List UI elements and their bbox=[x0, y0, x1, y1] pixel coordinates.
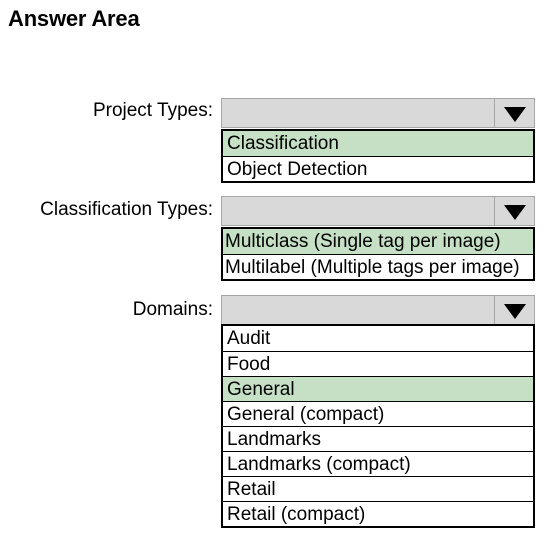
option-general-compact[interactable]: General (compact) bbox=[223, 401, 533, 426]
classification-types-dropdown[interactable] bbox=[221, 196, 535, 226]
classification-types-label: Classification Types: bbox=[40, 199, 213, 220]
domains-options: Audit Food General General (compact) Lan… bbox=[221, 324, 535, 528]
project-types-dropdown-button[interactable] bbox=[494, 99, 534, 127]
chevron-down-icon bbox=[503, 304, 526, 319]
project-types-dropdown[interactable] bbox=[221, 98, 535, 128]
project-types-label: Project Types: bbox=[92, 100, 213, 121]
option-general[interactable]: General bbox=[223, 376, 533, 401]
option-retail[interactable]: Retail bbox=[223, 476, 533, 501]
option-landmarks[interactable]: Landmarks bbox=[223, 426, 533, 451]
option-object-detection[interactable]: Object Detection bbox=[223, 156, 533, 181]
option-food[interactable]: Food bbox=[223, 351, 533, 376]
option-retail-compact[interactable]: Retail (compact) bbox=[223, 501, 533, 526]
domains-dropdown[interactable] bbox=[221, 295, 535, 325]
answer-area-heading: Answer Area bbox=[8, 6, 140, 31]
classification-types-options: Multiclass (Single tag per image) Multil… bbox=[221, 227, 535, 281]
chevron-down-icon bbox=[503, 107, 526, 122]
option-multilabel[interactable]: Multilabel (Multiple tags per image) bbox=[223, 254, 533, 279]
classification-types-dropdown-button[interactable] bbox=[494, 197, 534, 225]
domains-label: Domains: bbox=[132, 299, 213, 320]
domains-dropdown-button[interactable] bbox=[494, 296, 534, 324]
chevron-down-icon bbox=[503, 205, 526, 220]
option-landmarks-compact[interactable]: Landmarks (compact) bbox=[223, 451, 533, 476]
option-audit[interactable]: Audit bbox=[227, 328, 271, 349]
project-types-options: Classification Object Detection bbox=[221, 129, 535, 183]
option-classification[interactable]: Classification bbox=[223, 131, 533, 156]
option-multiclass[interactable]: Multiclass (Single tag per image) bbox=[223, 229, 533, 254]
